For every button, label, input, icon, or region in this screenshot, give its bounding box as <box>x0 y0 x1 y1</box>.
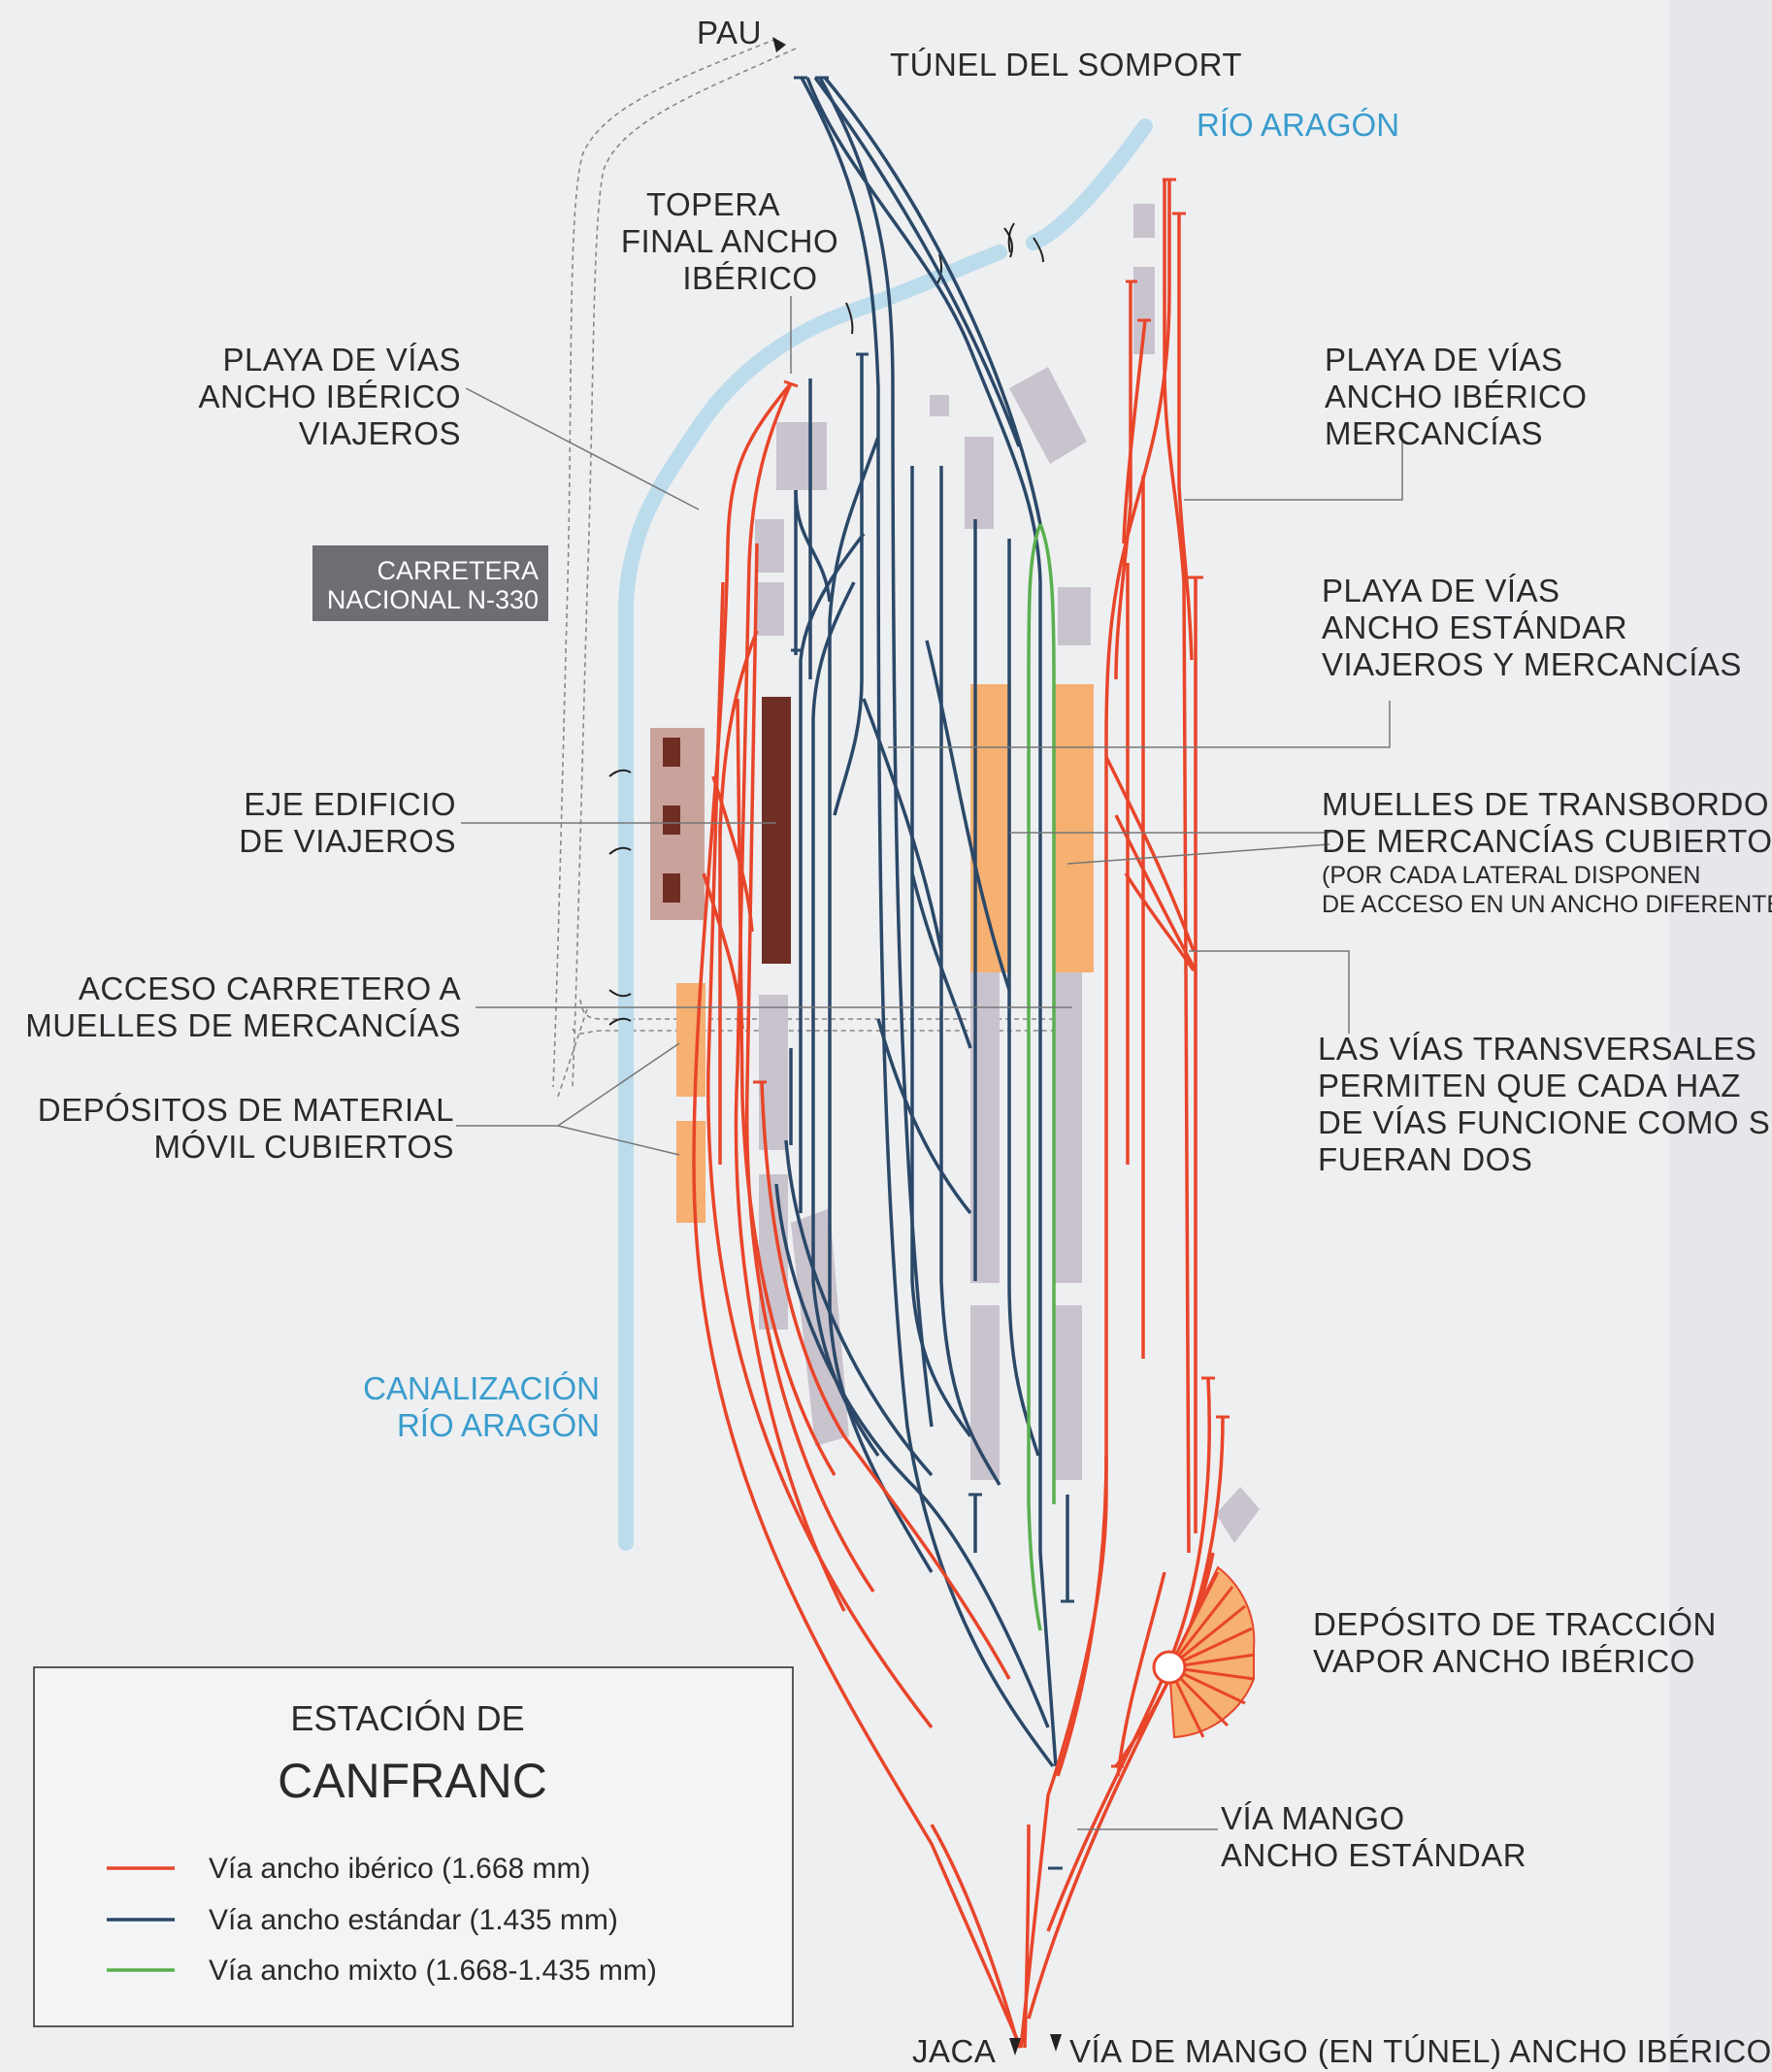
legend-title: ESTACIÓN DE <box>290 1698 524 1738</box>
label-playa-iberico-viajeros-2: ANCHO IBÉRICO <box>198 378 461 414</box>
label-muelles-2: DE MERCANCÍAS CUBIERTO <box>1322 823 1772 859</box>
track-stops <box>753 76 1230 1870</box>
legend-item-estandar: Vía ancho estándar (1.435 mm) <box>209 1904 618 1936</box>
label-carretera-2: NACIONAL N-330 <box>327 585 539 614</box>
label-muelles-1: MUELLES DE TRANSBORDO <box>1322 786 1769 822</box>
label-vias-transversales-4: FUERAN DOS <box>1318 1141 1532 1177</box>
label-acceso-carretero-1: ACCESO CARRETERO A <box>79 970 461 1006</box>
label-depositos-material-2: MÓVIL CUBIERTOS <box>154 1129 454 1165</box>
label-acceso-carretero-2: MUELLES DE MERCANCÍAS <box>25 1007 461 1043</box>
label-depositos-material-1: DEPÓSITOS DE MATERIAL <box>38 1092 454 1128</box>
bridges <box>608 222 1044 1026</box>
label-jaca: JACA <box>912 2033 996 2069</box>
label-pau: PAU <box>697 15 762 50</box>
page-edge-shade <box>1669 0 1772 2072</box>
legend: ESTACIÓN DE CANFRANC Vía ancho ibérico (… <box>33 1666 794 2027</box>
road-label-box <box>312 545 548 621</box>
label-muelles-nota-1: (POR CADA LATERAL DISPONEN <box>1322 862 1700 889</box>
label-playa-iberico-mercancias-3: MERCANCÍAS <box>1325 415 1543 451</box>
label-eje-edificio-1: EJE EDIFICIO <box>244 786 456 822</box>
label-deposito-traccion-2: VAPOR ANCHO IBÉRICO <box>1313 1643 1695 1679</box>
label-carretera-1: CARRETERA <box>377 556 539 585</box>
label-playa-estandar-3: VIAJEROS Y MERCANCÍAS <box>1322 646 1742 682</box>
label-canalizacion-2: RÍO ARAGÓN <box>397 1407 600 1443</box>
label-canalizacion-1: CANALIZACIÓN <box>363 1370 600 1406</box>
legend-item-iberico: Vía ancho ibérico (1.668 mm) <box>209 1853 591 1885</box>
mixed-gauge-track <box>1027 523 1056 1631</box>
arrow-mango-icon <box>1050 2034 1062 2052</box>
label-tunel-somport: TÚNEL DEL SOMPORT <box>890 47 1242 82</box>
leader-lines <box>456 296 1403 1830</box>
legend-station-name: CANFRANC <box>278 1754 547 1808</box>
map-labels: PAU TÚNEL DEL SOMPORT RÍO ARAGÓN TOPERA … <box>25 15 1772 2069</box>
label-playa-iberico-mercancias-1: PLAYA DE VÍAS <box>1325 342 1563 378</box>
road-n330 <box>552 38 1077 1098</box>
label-vias-transversales-3: DE VÍAS FUNCIONE COMO SI <box>1318 1104 1772 1140</box>
standard-gauge-tracks <box>774 76 1069 1768</box>
label-muelles-nota-2: DE ACCESO EN UN ANCHO DIFERENTE) <box>1322 891 1772 918</box>
arrow-jaca-icon <box>1009 2038 1021 2056</box>
river-aragon <box>618 118 1153 1551</box>
label-via-mango-1: VÍA MANGO <box>1221 1800 1405 1836</box>
label-topera-3: IBÉRICO <box>682 260 817 296</box>
label-playa-iberico-viajeros-3: VIAJEROS <box>299 415 461 451</box>
legend-box <box>33 1666 794 2027</box>
label-topera-1: TOPERA <box>646 186 780 222</box>
label-vias-transversales-2: PERMITEN QUE CADA HAZ <box>1318 1068 1741 1103</box>
roundhouse-turntable <box>1152 1565 1256 1739</box>
label-topera-2: FINAL ANCHO <box>621 223 838 259</box>
label-via-mango-2: ANCHO ESTÁNDAR <box>1221 1837 1526 1873</box>
label-eje-edificio-2: DE VIAJEROS <box>239 823 456 859</box>
legend-item-mixto: Vía ancho mixto (1.668-1.435 mm) <box>209 1955 657 1987</box>
arrow-pau-icon <box>772 37 786 52</box>
direction-arrows <box>772 37 1062 2056</box>
label-playa-estandar-1: PLAYA DE VÍAS <box>1322 573 1560 608</box>
label-rio-aragon: RÍO ARAGÓN <box>1197 107 1399 143</box>
label-via-mango-tunel: VÍA DE MANGO (EN TÚNEL) ANCHO IBÉRICO <box>1069 2033 1772 2069</box>
label-deposito-traccion-1: DEPÓSITO DE TRACCIÓN <box>1313 1606 1717 1642</box>
label-playa-iberico-viajeros-1: PLAYA DE VÍAS <box>222 342 461 378</box>
label-playa-estandar-2: ANCHO ESTÁNDAR <box>1322 609 1627 645</box>
label-vias-transversales-1: LAS VÍAS TRANSVERSALES <box>1318 1031 1756 1067</box>
label-playa-iberico-mercancias-2: ANCHO IBÉRICO <box>1325 378 1588 414</box>
station-building <box>650 697 791 964</box>
